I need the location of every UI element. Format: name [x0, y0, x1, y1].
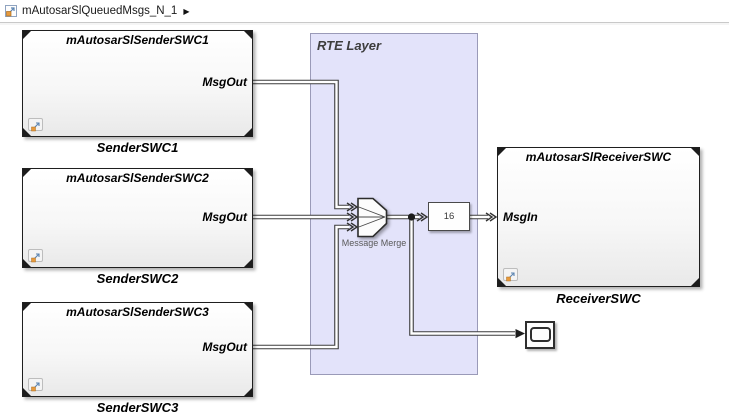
corner-marker — [244, 31, 252, 39]
message-merge-block[interactable] — [357, 197, 388, 238]
queue-capacity-block[interactable]: 16 — [428, 202, 470, 231]
corner-marker — [23, 259, 31, 267]
block-senderswc1[interactable]: mAutosarSlSenderSWC1 MsgOut — [22, 30, 253, 137]
wire-junction-dot — [407, 213, 416, 221]
corner-marker — [244, 169, 252, 177]
corner-marker — [23, 169, 31, 177]
corner-marker — [244, 388, 252, 396]
message-arrowheads — [346, 202, 498, 232]
port-label-msgin[interactable]: MsgIn — [503, 209, 538, 224]
model-reference-badge-icon[interactable] — [28, 378, 43, 392]
model-reference-badge-icon[interactable] — [28, 118, 43, 132]
scope-icon — [529, 327, 551, 342]
corner-marker — [498, 278, 506, 286]
port-label-msgout[interactable]: MsgOut — [202, 339, 247, 354]
model-reference-badge-icon[interactable] — [503, 268, 518, 282]
block-title: mAutosarSlSenderSWC3 — [66, 305, 209, 319]
message-merge-caption: Message Merge — [341, 238, 407, 248]
model-reference-badge-icon[interactable] — [28, 249, 43, 263]
corner-marker — [244, 128, 252, 136]
simulink-model-icon — [5, 5, 17, 17]
corner-marker — [23, 303, 31, 311]
wire-sender1-to-merge[interactable] — [253, 79, 349, 210]
block-caption-senderswc3[interactable]: SenderSWC3 — [96, 400, 179, 415]
block-caption-receiverswc[interactable]: ReceiverSWC — [556, 291, 641, 306]
scope-block[interactable] — [525, 321, 555, 349]
block-title: mAutosarSlSenderSWC2 — [66, 171, 209, 185]
corner-marker — [498, 148, 506, 156]
corner-marker — [691, 278, 699, 286]
block-caption-senderswc1[interactable]: SenderSWC1 — [96, 140, 179, 155]
port-label-msgout[interactable]: MsgOut — [202, 209, 247, 224]
corner-marker — [23, 388, 31, 396]
corner-marker — [691, 148, 699, 156]
signal-arrowhead — [515, 329, 525, 339]
block-title: mAutosarSlSenderSWC1 — [66, 33, 209, 47]
block-senderswc3[interactable]: mAutosarSlSenderSWC3 MsgOut — [22, 302, 253, 397]
wire-branch-to-scope[interactable] — [409, 217, 516, 336]
block-title: mAutosarSlReceiverSWC — [525, 150, 672, 164]
rte-layer-title: RTE Layer — [317, 38, 382, 53]
corner-marker — [23, 128, 31, 136]
block-caption-senderswc2[interactable]: SenderSWC2 — [96, 271, 179, 286]
block-receiverswc[interactable]: mAutosarSlReceiverSWC MsgIn — [497, 147, 700, 287]
corner-marker — [244, 259, 252, 267]
breadcrumb-bar: mAutosarSlQueuedMsgs_N_1 ▶ — [0, 0, 729, 23]
wire-sender3-to-merge[interactable] — [253, 224, 349, 350]
breadcrumb-expand-icon[interactable]: ▶ — [183, 7, 190, 16]
corner-marker — [244, 303, 252, 311]
breadcrumb-model-name[interactable]: mAutosarSlQueuedMsgs_N_1 — [22, 5, 178, 17]
block-senderswc2[interactable]: mAutosarSlSenderSWC2 MsgOut — [22, 168, 253, 268]
queue-capacity-value: 16 — [443, 211, 455, 222]
port-label-msgout[interactable]: MsgOut — [202, 74, 247, 89]
corner-marker — [23, 31, 31, 39]
